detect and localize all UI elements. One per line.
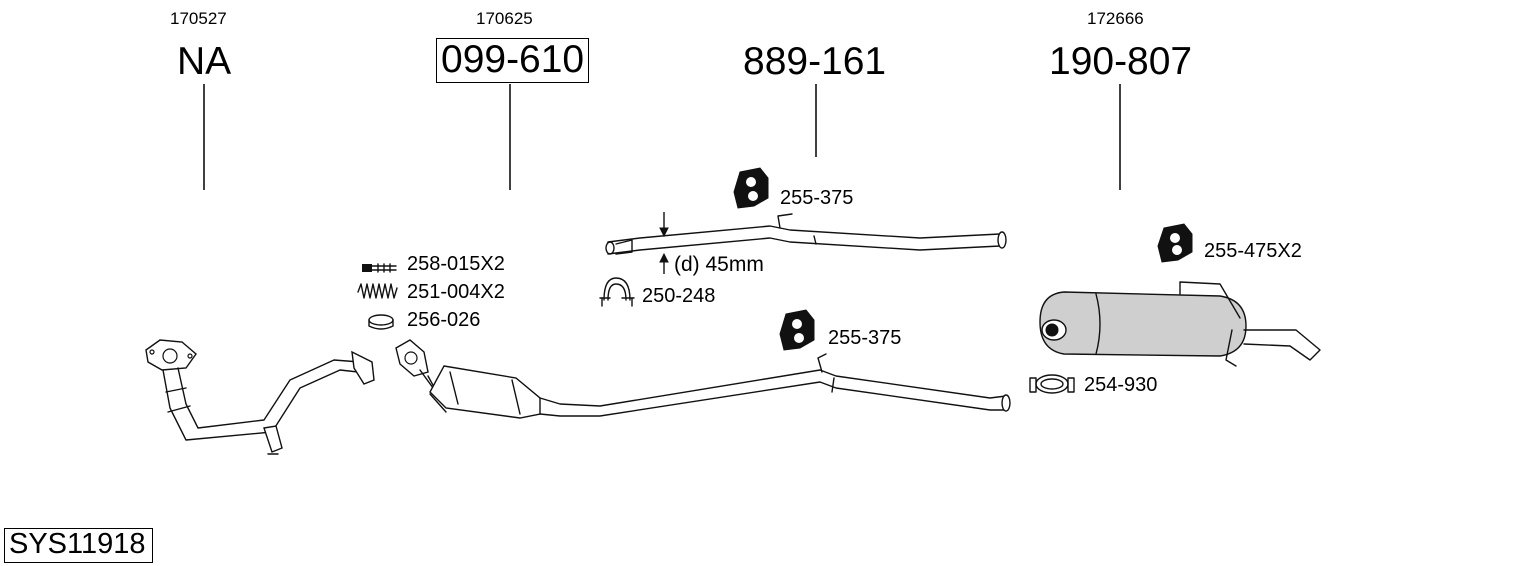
clamp-middle-icon — [599, 277, 635, 307]
rear-silencer-drawing — [1039, 281, 1321, 367]
hanger-middle-icon — [733, 167, 769, 209]
part-number-catalyst[interactable]: 099-610 — [436, 38, 590, 83]
hanger-lower-hole-icon — [794, 333, 804, 343]
hanger-lower-hole-icon — [792, 319, 802, 329]
clamp-rear-icon — [1029, 374, 1075, 394]
label-hanger-rear[interactable]: 255-475X2 — [1204, 240, 1302, 262]
catalyst-pipe-drawing — [395, 339, 1011, 419]
spring-icon — [357, 283, 398, 299]
label-diameter-note: (d) 45mm — [674, 253, 764, 276]
part-number-rear-silencer[interactable]: 190-807 — [1049, 40, 1193, 83]
label-hanger-lower[interactable]: 255-375 — [828, 327, 902, 349]
system-code: SYS11918 — [4, 528, 153, 563]
label-spring[interactable]: 251-004X2 — [407, 281, 505, 303]
bolt-icon — [362, 263, 397, 273]
hanger-middle-hole-icon — [746, 177, 756, 187]
hanger-rear-hole-icon — [1172, 245, 1182, 255]
hanger-middle-hole-icon — [748, 191, 758, 201]
column-ref-1: 170527 — [170, 9, 227, 28]
label-bolt[interactable]: 258-015X2 — [407, 253, 505, 275]
part-number-front-pipe[interactable]: NA — [177, 40, 232, 83]
column-ref-2: 170625 — [476, 9, 533, 28]
hanger-lower-icon — [779, 309, 815, 351]
label-gasket[interactable]: 256-026 — [407, 309, 481, 331]
hanger-rear-hole-icon — [1170, 233, 1180, 243]
intermediate-pipe-drawing — [605, 212, 1007, 274]
part-number-intermediate-pipe[interactable]: 889-161 — [743, 40, 887, 83]
gasket-icon — [368, 314, 394, 330]
column-ref-4: 172666 — [1087, 9, 1144, 28]
label-clamp-rear[interactable]: 254-930 — [1084, 374, 1158, 396]
label-clamp-middle[interactable]: 250-248 — [642, 285, 716, 307]
label-hanger-middle[interactable]: 255-375 — [780, 187, 854, 209]
front-pipe-drawing — [145, 339, 375, 455]
